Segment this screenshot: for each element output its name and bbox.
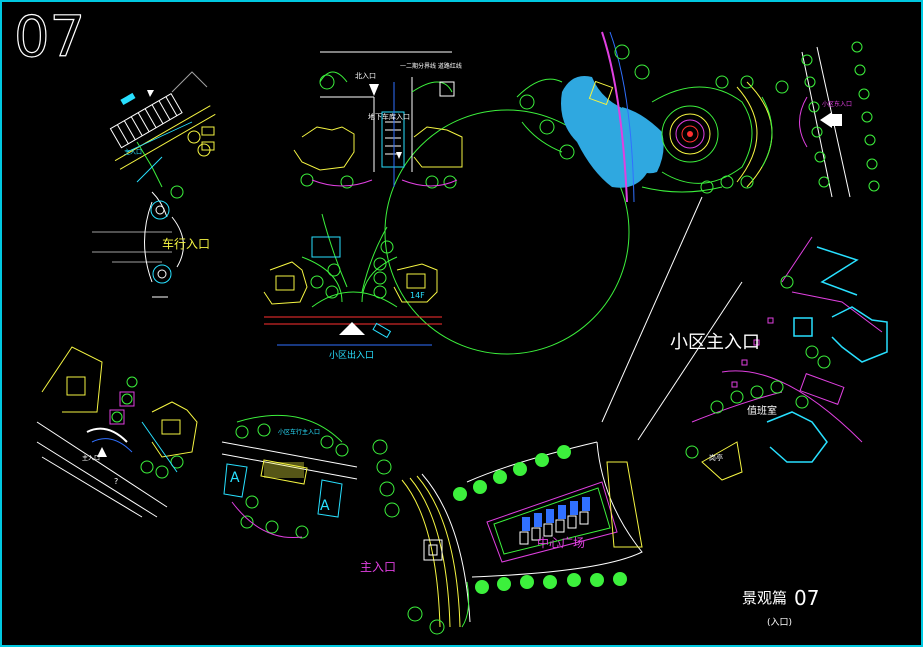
svg-text:A: A: [230, 470, 240, 486]
sheet-title: 景观篇: [742, 589, 787, 607]
svg-text:A: A: [320, 498, 330, 514]
main-entrance-small-label: 主入口: [82, 454, 100, 462]
north-entrance-label: 北入口: [355, 72, 376, 80]
guard-room-label: 值班室: [747, 404, 777, 417]
kiosk-label: 岗亭: [709, 453, 723, 462]
plan-vehicle-main-entrance: A A 小区车行主入口: [221, 414, 358, 539]
plan-guard-room: 值班室 岗亭: [685, 236, 888, 481]
sheet-subtitle: (入口): [767, 617, 792, 628]
redline-label: 一二期分界线 道路红线: [400, 62, 462, 70]
community-main-entrance-label: 小区主入口: [670, 332, 760, 353]
sheet-number: 07: [14, 5, 85, 70]
plan-vehicle-entrance: 主入口 车行入口: [92, 71, 216, 298]
plan-main-entrance-plaza: 中心广场 主入口: [360, 439, 643, 635]
building-14f-label: 14F: [410, 291, 425, 300]
title-block: 景观篇 07 (入口): [742, 586, 819, 628]
question-mark: ?: [114, 477, 118, 486]
svg-text:主入口: 主入口: [124, 148, 142, 156]
sheet-title-number: 07: [794, 586, 819, 610]
east-entrance-label: 小区东入口: [822, 100, 852, 108]
plan-bottom-left: 主入口 ?: [36, 346, 198, 518]
vehicle-entrance-label: 车行入口: [162, 236, 210, 251]
plan-north-entrance: 北入口 地下车库入口 一二期分界线 道路红线: [293, 51, 463, 189]
plan-community-entrance: 14F 小区出入口: [263, 213, 442, 361]
garage-entrance-label: 地下车库入口: [368, 112, 410, 121]
plan-lake-plaza: 小区东入口: [516, 31, 880, 203]
community-entrance-label: 小区出入口: [329, 349, 374, 361]
connector-graphics: [384, 109, 743, 441]
main-entrance-label: 主入口: [360, 560, 396, 574]
vehicle-main-entrance-label: 小区车行主入口: [278, 428, 320, 436]
central-plaza-label: 中心广场: [537, 535, 585, 550]
